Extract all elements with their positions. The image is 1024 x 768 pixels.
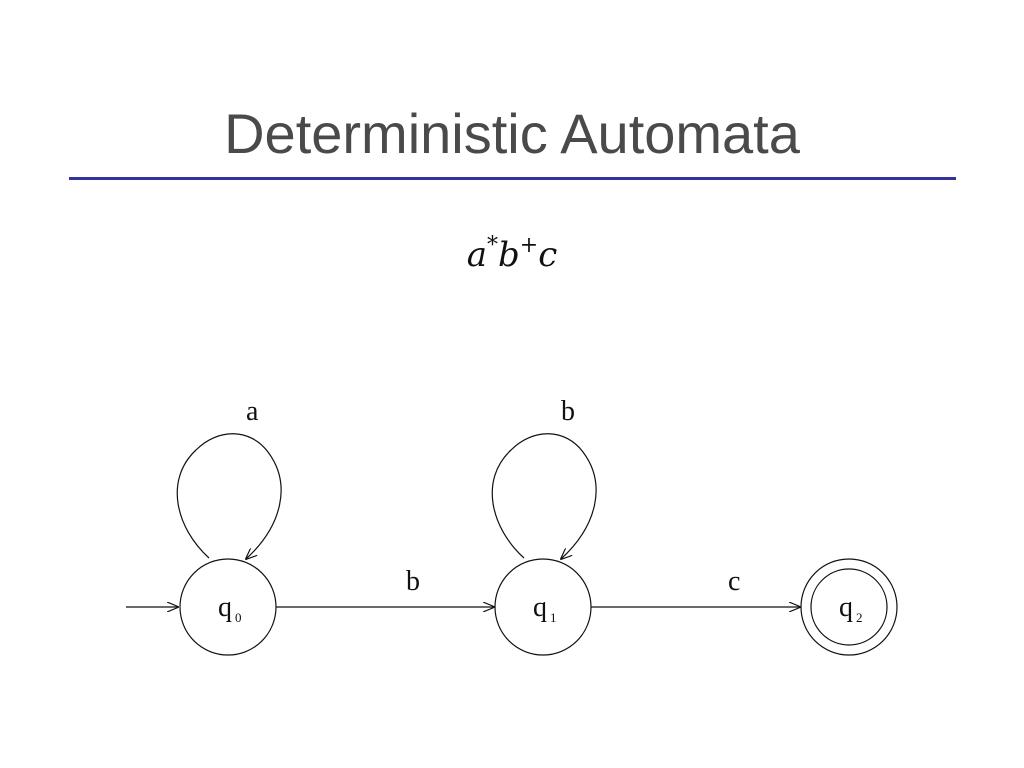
state-q1-subscript: 1 [550,610,557,625]
state-q1: q 1 [494,558,592,656]
title-rule [69,177,956,180]
state-q0-label: q [218,592,232,623]
regex-term-b: b+ [498,233,539,276]
regex-term-c: c [538,235,558,275]
state-q2-label: q [839,592,853,623]
state-q2-outer-circle [800,558,898,656]
transition-q1-q1 [491,433,597,559]
regular-expression: a*b+c [0,230,1024,280]
slide-title: Deterministic Automata [224,102,800,165]
state-q2-inner-circle [810,568,888,646]
state-q0-subscript: 0 [235,610,242,625]
transition-q0-q0 [176,433,282,559]
transition-q0-q1-label: b [406,566,420,597]
transition-q1-q2-label: c [728,566,740,597]
regex-term-a: a* [466,233,499,276]
state-q1-label: q [533,592,547,623]
transition-q0-q0-label: a [246,396,259,427]
transition-q1-q1-label: b [561,396,575,427]
state-q0: q 0 [179,558,277,656]
state-q2-subscript: 2 [856,610,863,625]
state-q2: q 2 [800,558,898,656]
